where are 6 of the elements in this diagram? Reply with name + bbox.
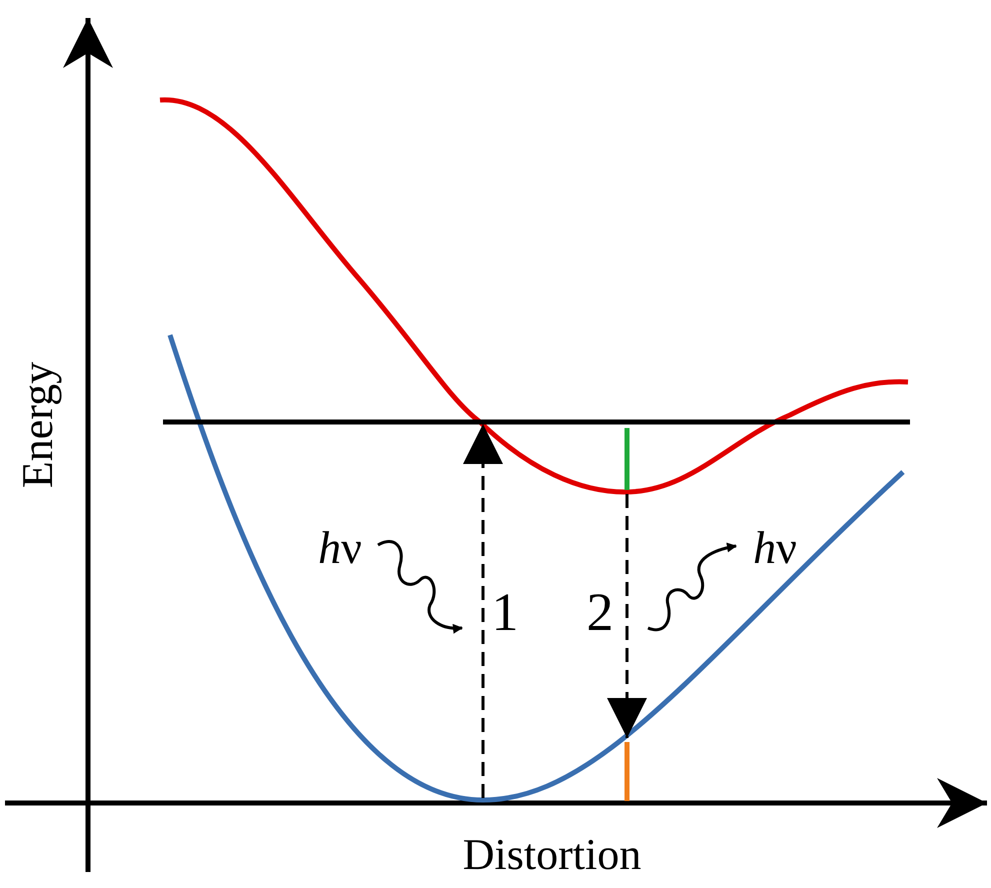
axis-label: Energy (16, 362, 60, 488)
transition-number: 1 (492, 585, 518, 639)
axis-label: Distortion (462, 833, 642, 877)
photon-label: hν (318, 525, 362, 571)
photon-label: hν (753, 525, 797, 571)
transition-number: 2 (586, 585, 614, 639)
